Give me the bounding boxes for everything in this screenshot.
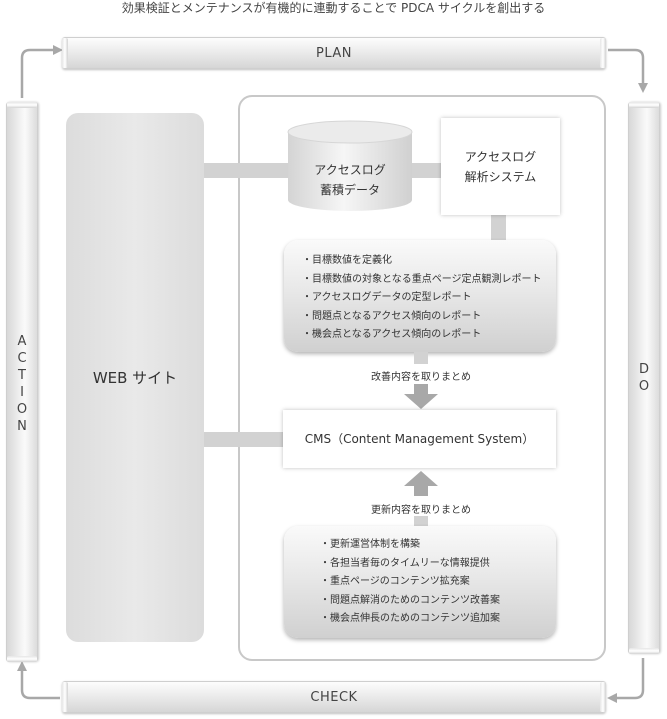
connector-analysis-to-report — [491, 215, 506, 240]
diagram-title: 効果検証とメンテナンスが有機的に連動することで PDCA サイクルを創出する — [121, 1, 546, 15]
list-item: 目標数値の対象となる重点ページ定点観測レポート — [302, 271, 546, 290]
action-bar: A C T I O N — [6, 102, 38, 662]
cms-box: CMS（Content Management System） — [283, 410, 556, 468]
cms-label: CMS（Content Management System） — [304, 432, 535, 446]
do-bar: D O — [628, 102, 660, 654]
check-bar: CHECK — [62, 681, 606, 713]
do-label: D O — [638, 362, 650, 394]
list-item: 重点ページのコンテンツ拡充案 — [320, 573, 546, 592]
web-site-label: WEB サイト — [92, 369, 178, 387]
check-label: CHECK — [310, 689, 358, 705]
connector-db-to-analysis — [412, 163, 442, 178]
list-item: 問題点解消のためのコンテンツ改善案 — [320, 592, 546, 611]
list-item: 各担当者毎のタイムリーな情報提供 — [320, 555, 546, 574]
plan-label: PLAN — [316, 45, 352, 61]
update-arrow-stem-bottom — [414, 516, 428, 526]
arrow-action-to-plan — [20, 45, 63, 98]
connector-web-to-db — [203, 163, 288, 178]
report-panel: 目標数値を定義化 目標数値の対象となる重点ページ定点観測レポート アクセスログデ… — [284, 240, 556, 352]
list-item: 機会点伸長のためのコンテンツ追加案 — [320, 610, 546, 629]
analysis-system-box: アクセスログ 解析システム — [441, 118, 560, 215]
report-list: 目標数値を定義化 目標数値の対象となる重点ページ定点観測レポート アクセスログデ… — [302, 252, 546, 345]
improve-arrow-stem-top — [414, 352, 428, 364]
arrow-check-to-action — [17, 661, 60, 700]
list-item: 更新運営体制を構築 — [320, 536, 546, 555]
analysis-line1: アクセスログ — [464, 149, 537, 164]
list-item: アクセスログデータの定型レポート — [302, 289, 546, 308]
list-item: 目標数値を定義化 — [302, 252, 546, 271]
web-site-box: WEB サイト — [66, 113, 204, 642]
plan-bar: PLAN — [62, 37, 606, 69]
update-panel: 更新運営体制を構築 各担当者毎のタイムリーな情報提供 重点ページのコンテンツ拡充… — [284, 526, 556, 638]
list-item: 問題点となるアクセス傾向のレポート — [302, 308, 546, 327]
update-label: 更新内容を取りまとめ — [371, 505, 471, 516]
action-label: A C T I O N — [16, 334, 28, 434]
improve-label: 改善内容を取りまとめ — [371, 372, 471, 383]
arrow-plan-to-do — [608, 48, 648, 93]
update-list: 更新運営体制を構築 各担当者毎のタイムリーな情報提供 重点ページのコンテンツ拡充… — [320, 536, 546, 629]
access-log-db-label: アクセスログ 蓄積データ — [314, 163, 386, 197]
list-item: 機会点となるアクセス傾向のレポート — [302, 326, 546, 345]
arrow-do-to-check — [607, 658, 645, 703]
connector-web-to-cms — [203, 432, 283, 447]
analysis-line2: 解析システム — [464, 169, 537, 184]
